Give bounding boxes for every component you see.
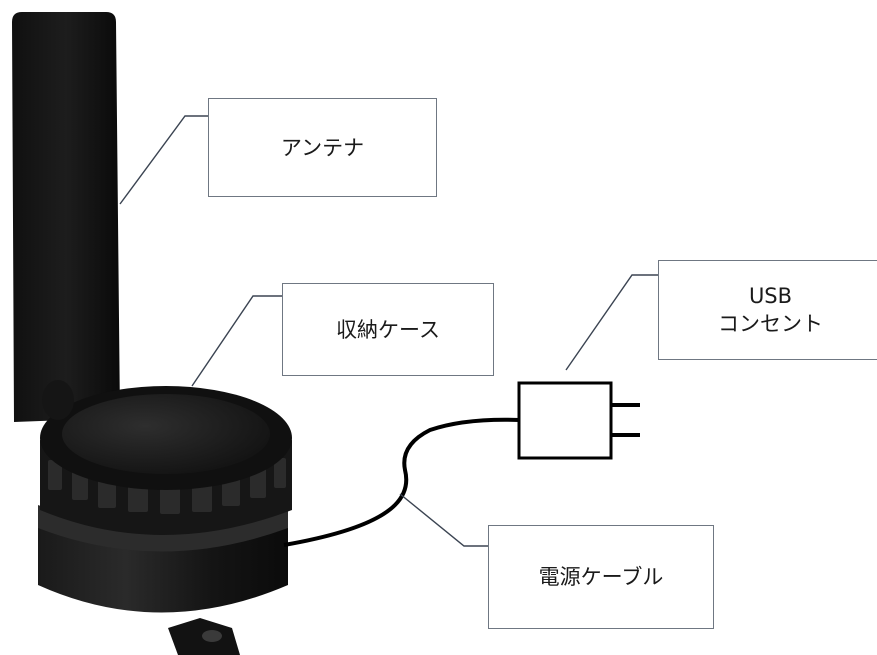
label-usb-line2: コンセント — [718, 312, 823, 336]
storage-case — [38, 380, 292, 655]
label-usb-outlet: USB コンセント — [658, 260, 877, 360]
leader-line-cable — [399, 493, 488, 547]
label-power-cable-text: 電源ケーブル — [538, 565, 664, 589]
label-usb-line1: USB — [748, 284, 793, 308]
antenna — [12, 12, 120, 422]
leader-line-case — [191, 295, 282, 387]
label-storage-case-text: 収納ケース — [336, 317, 440, 342]
usb-plug — [517, 381, 640, 460]
label-power-cable: 電源ケーブル — [488, 525, 714, 629]
leader-line-usb — [565, 274, 658, 371]
label-antenna: アンテナ — [208, 98, 437, 197]
label-antenna-text: アンテナ — [280, 135, 365, 160]
label-storage-case: 収納ケース — [282, 283, 494, 376]
leader-line-antenna — [119, 115, 208, 205]
power-cable — [283, 417, 521, 547]
